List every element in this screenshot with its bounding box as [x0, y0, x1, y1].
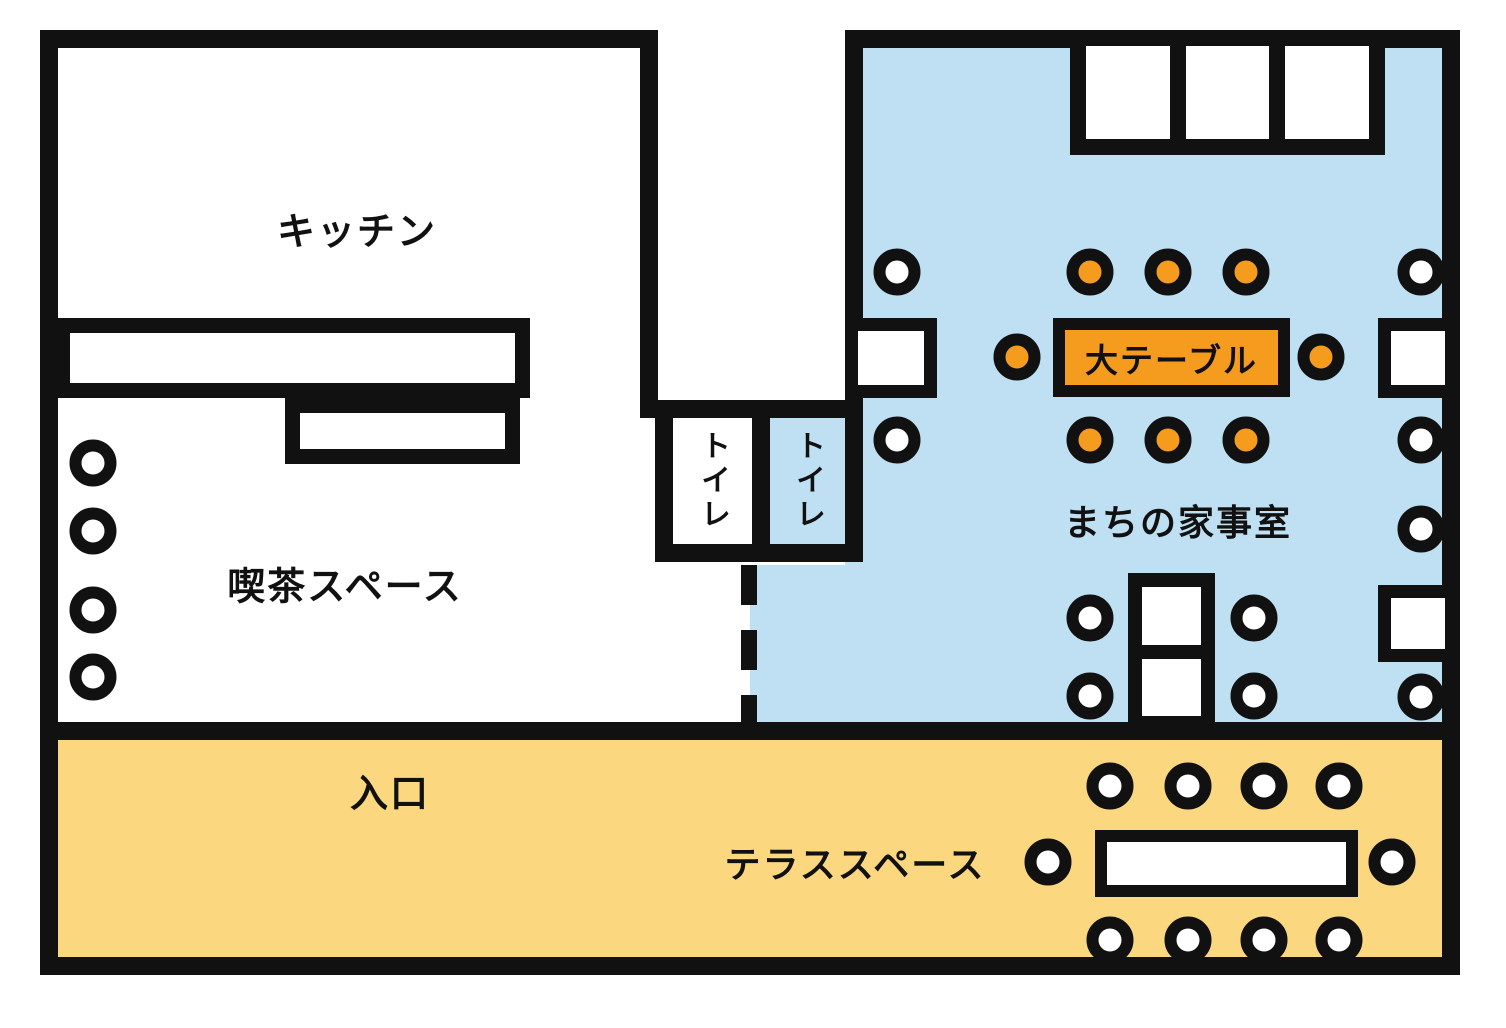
chair: [1240, 762, 1288, 810]
wall-toilet-top: [640, 400, 863, 418]
chair: [1230, 594, 1278, 642]
table-cell: [1142, 587, 1201, 645]
side-table-right-upper: [1378, 318, 1458, 398]
wall-outer-bottom: [40, 957, 1460, 975]
chair: [1086, 916, 1134, 964]
kitchen-island: [285, 398, 520, 464]
shelf-cell: [1285, 46, 1369, 139]
wall-toilet-left: [655, 400, 673, 562]
big-table-label: 大テーブル: [1084, 340, 1259, 380]
chair: [1066, 416, 1114, 464]
chair: [1397, 416, 1445, 464]
shelf-cell: [1186, 46, 1270, 139]
chair: [1066, 594, 1114, 642]
chair: [1397, 505, 1445, 553]
chair: [1230, 672, 1278, 720]
chair: [1024, 838, 1072, 886]
chair: [1144, 248, 1192, 296]
chair: [1222, 248, 1270, 296]
small-table-lower: [1128, 573, 1215, 730]
chair: [873, 416, 921, 464]
wall-kitchen-top: [40, 30, 658, 48]
label-toilet-right: トイレ: [790, 430, 825, 532]
chair: [69, 653, 117, 701]
toilet-right-room: [770, 418, 845, 544]
chair: [69, 586, 117, 634]
label-cafe: 喫茶スペース: [227, 564, 463, 609]
dashed-divider: [741, 565, 757, 735]
chair: [1315, 916, 1363, 964]
wall-outer-left: [40, 30, 58, 975]
shelf-divider: [1169, 46, 1186, 139]
chair: [1397, 248, 1445, 296]
chair: [69, 439, 117, 487]
wall-toilet-divider: [752, 400, 770, 562]
shelf-divider: [1269, 46, 1286, 139]
table-divider: [1142, 644, 1201, 659]
label-terrace: テラススペース: [724, 845, 986, 886]
chair: [993, 333, 1041, 381]
chair: [1164, 916, 1212, 964]
side-table-left: [845, 318, 937, 398]
label-kaji-room: まちの家事室: [1063, 503, 1293, 544]
wall-outer-right: [1442, 30, 1460, 975]
label-kitchen: キッチン: [276, 209, 438, 254]
shelf-cell: [1086, 46, 1170, 139]
wall-kitchen-right: [640, 30, 658, 418]
chair: [1164, 762, 1212, 810]
chair: [69, 507, 117, 555]
chair: [1297, 333, 1345, 381]
chair: [1240, 916, 1288, 964]
table-cell: [1142, 659, 1201, 717]
side-table-right-lower: [1378, 585, 1458, 662]
label-toilet-left: トイレ: [695, 430, 730, 532]
chair: [1066, 672, 1114, 720]
chair: [1397, 673, 1445, 721]
big-table: 大テーブル: [1053, 318, 1290, 397]
chair: [1144, 416, 1192, 464]
chair: [1086, 762, 1134, 810]
chair: [1315, 762, 1363, 810]
chair: [1222, 416, 1270, 464]
chair: [1066, 248, 1114, 296]
chair: [1368, 838, 1416, 886]
wall-toilet-right: [845, 400, 863, 562]
terrace-table: [1095, 830, 1358, 897]
kitchen-counter: [55, 318, 530, 398]
shelf-unit: [1070, 30, 1385, 155]
chair: [873, 248, 921, 296]
kaji-room-area-strip: [750, 565, 845, 740]
label-entrance: 入口: [349, 771, 431, 816]
